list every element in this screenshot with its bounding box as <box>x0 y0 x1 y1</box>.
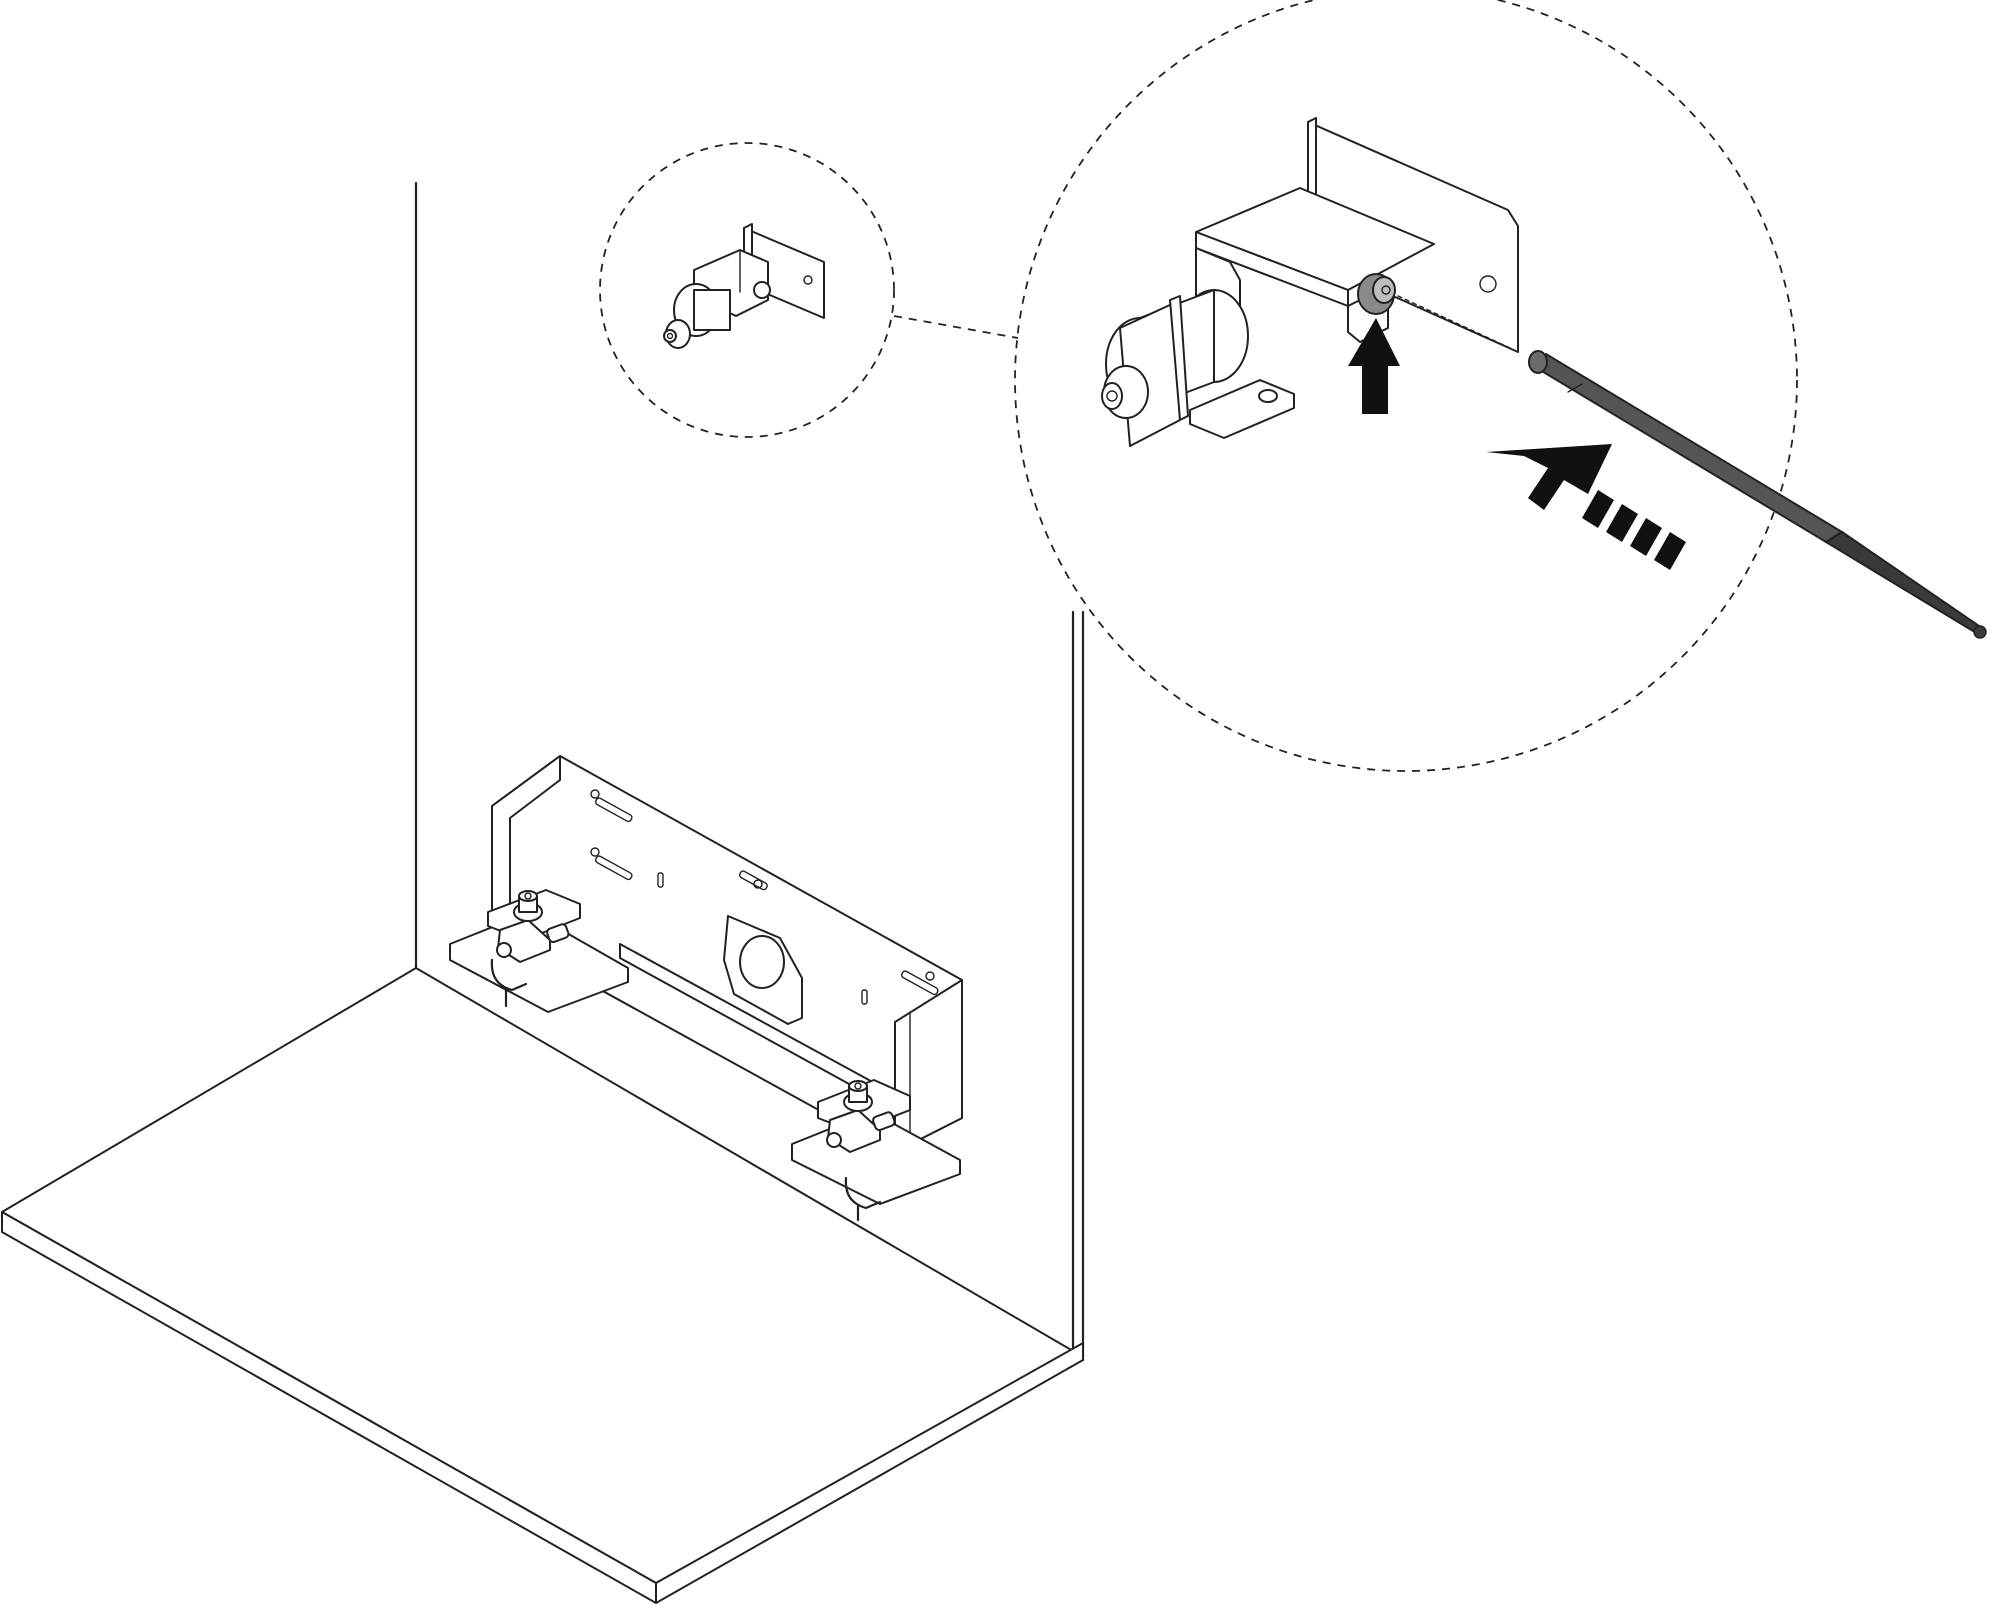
arrow-left-icon <box>1486 444 1686 570</box>
bracket-center-boss <box>739 935 785 989</box>
insertion-tool <box>1528 350 1987 639</box>
small-detail-callout <box>599 142 895 438</box>
left-wall-mount <box>487 889 581 963</box>
detail-foot <box>1189 379 1295 439</box>
callout-connector-line <box>893 315 1019 339</box>
bracket-slots <box>590 789 939 1005</box>
large-detail-callout <box>1014 0 1798 772</box>
right-wall-mount <box>817 1079 911 1153</box>
arrow-up-icon <box>1348 318 1400 414</box>
small-detail-bracket <box>663 223 825 349</box>
wall-bracket <box>449 755 963 1222</box>
floor-side-thickness <box>655 1342 1084 1604</box>
room <box>1 181 1085 1604</box>
large-detail-bracket <box>1101 117 1519 447</box>
